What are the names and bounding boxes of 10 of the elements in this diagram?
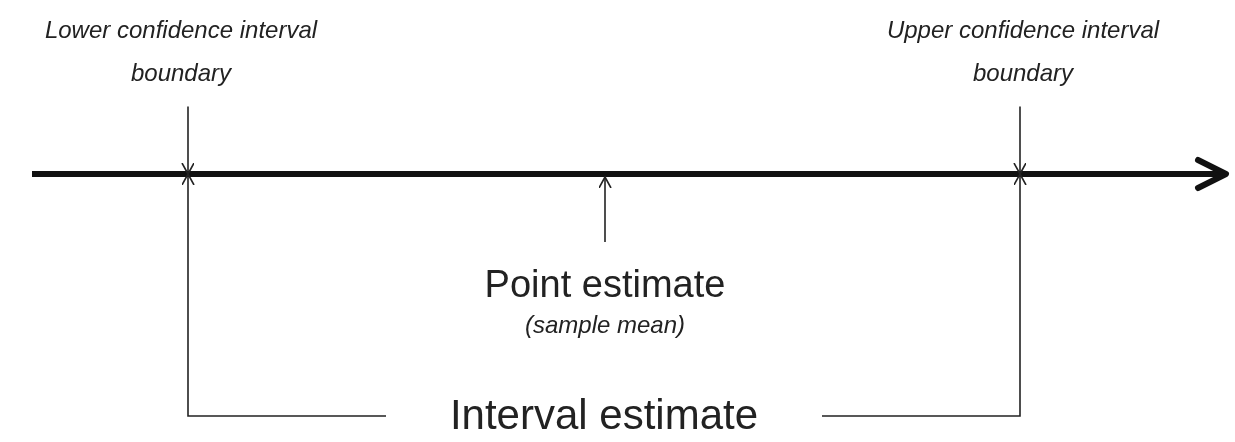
- callout-label: Lower confidence interval boundary: [43, 15, 319, 89]
- point-estimate-label: Point estimate: [484, 262, 726, 307]
- arrow: [821, 173, 1027, 417]
- arrow: [181, 105, 195, 175]
- interval-estimate-label: Interval estimate: [449, 391, 759, 440]
- point-estimate-note: (sample mean): [524, 310, 686, 341]
- callout-label: Upper confidence interval boundary: [885, 15, 1161, 89]
- arrow: [181, 173, 387, 417]
- arrow: [1013, 105, 1027, 175]
- arrow: [598, 176, 612, 243]
